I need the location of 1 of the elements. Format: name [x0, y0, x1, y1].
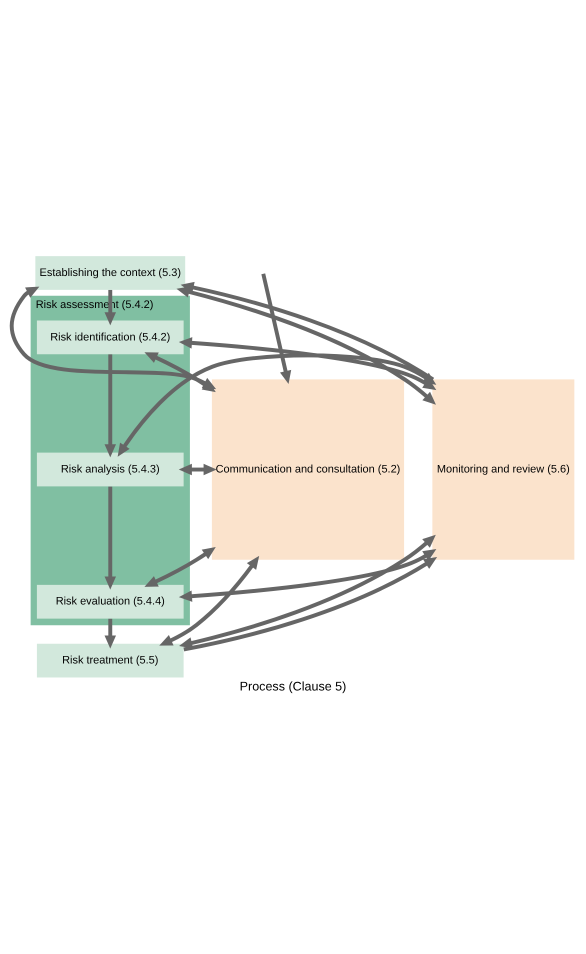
caption: Process (Clause 5) [240, 680, 346, 694]
